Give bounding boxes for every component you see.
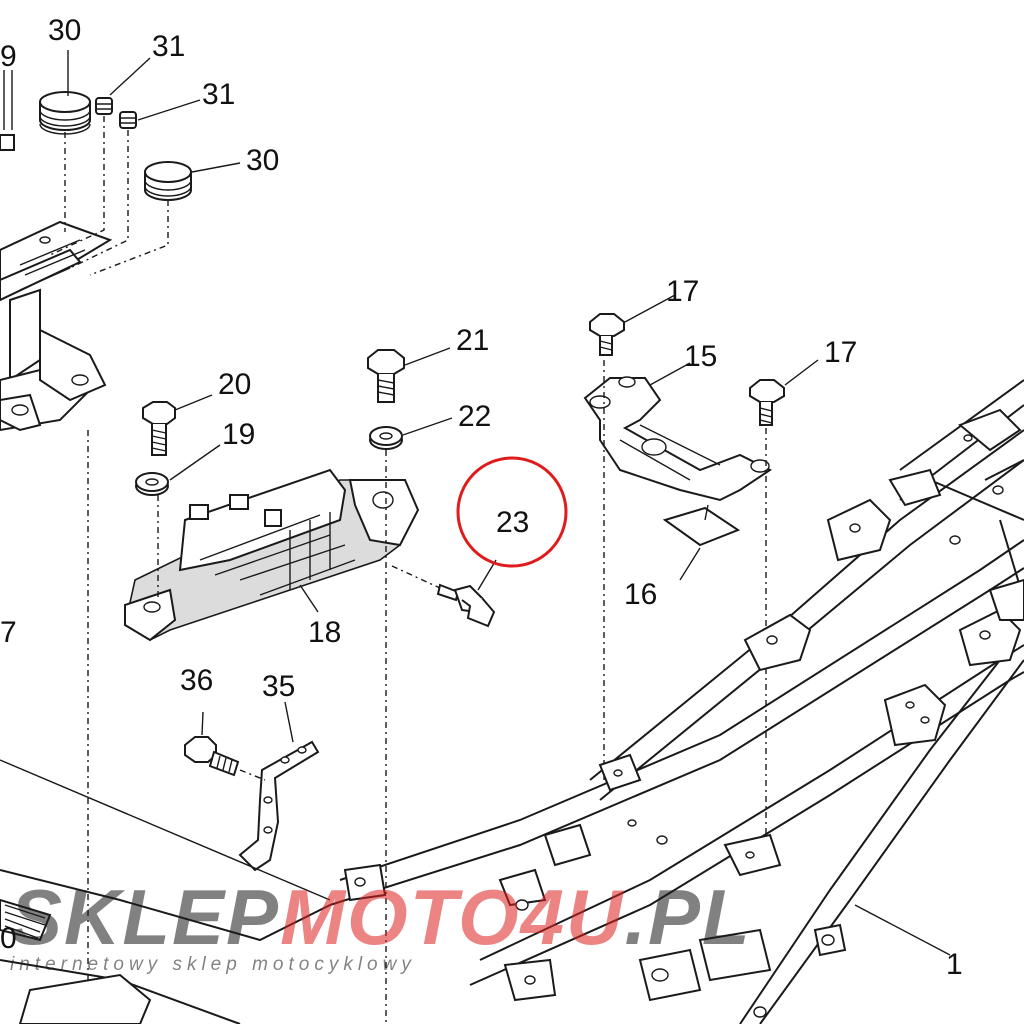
watermark-part-pl: .PL bbox=[624, 873, 751, 961]
callout-30a: 30 bbox=[48, 14, 81, 47]
bolt-21 bbox=[367, 349, 405, 403]
callout-labels: 9 30 31 31 30 21 22 20 19 23 18 17 15 17… bbox=[0, 14, 963, 981]
watermark-part-4u: 4U bbox=[519, 873, 625, 961]
callout-23: 23 bbox=[496, 506, 529, 539]
washer-22 bbox=[369, 426, 403, 450]
bracket-18 bbox=[124, 468, 420, 642]
watermark-part-sklep: SKLEP bbox=[10, 873, 280, 961]
svg-text:SKLEPMOTO4U.PL: SKLEPMOTO4U.PL bbox=[10, 873, 752, 961]
callout-19: 19 bbox=[222, 418, 255, 451]
callout-1: 1 bbox=[946, 948, 963, 981]
collar-31b bbox=[119, 111, 137, 129]
bolt-36 bbox=[184, 736, 240, 777]
callout-22: 22 bbox=[458, 400, 491, 433]
watermark-tagline: internetowy sklep motocyklowy bbox=[10, 954, 416, 975]
callout-18: 18 bbox=[308, 616, 341, 649]
rubber-damper-30a bbox=[39, 91, 91, 135]
callout-21: 21 bbox=[456, 324, 489, 357]
bolt-17a bbox=[589, 313, 625, 356]
callout-17b: 17 bbox=[824, 336, 857, 369]
callout-15: 15 bbox=[684, 340, 717, 373]
callout-30b: 30 bbox=[246, 144, 279, 177]
watermark-logo: SKLEPMOTO4U.PL internetowy sklep motocyk… bbox=[10, 873, 752, 975]
rubber-damper-30b bbox=[144, 161, 192, 201]
bolt-17b bbox=[749, 379, 785, 426]
collar-31a bbox=[95, 97, 113, 115]
callout-0: 0 bbox=[0, 922, 17, 955]
main-frame-1 bbox=[0, 379, 1024, 1024]
callout-17a: 17 bbox=[666, 275, 699, 308]
callout-20: 20 bbox=[218, 368, 251, 401]
callout-36: 36 bbox=[180, 664, 213, 697]
bracket-35 bbox=[238, 740, 320, 872]
callout-31a: 31 bbox=[152, 30, 185, 63]
watermark-part-moto: MOTO bbox=[280, 873, 521, 961]
callout-31b: 31 bbox=[202, 78, 235, 111]
left-upper-bracket-assembly bbox=[0, 70, 192, 1024]
callout-35: 35 bbox=[262, 670, 295, 703]
screw-23 bbox=[391, 565, 496, 628]
bolt-20 bbox=[142, 401, 176, 456]
callout-7: 7 bbox=[0, 616, 17, 649]
washer-19 bbox=[135, 472, 169, 496]
pad-16 bbox=[662, 506, 741, 547]
callout-29: 9 bbox=[0, 40, 17, 73]
callout-16: 16 bbox=[624, 578, 657, 611]
highlight-circle-23 bbox=[456, 456, 568, 568]
bracket-15 bbox=[583, 376, 772, 502]
